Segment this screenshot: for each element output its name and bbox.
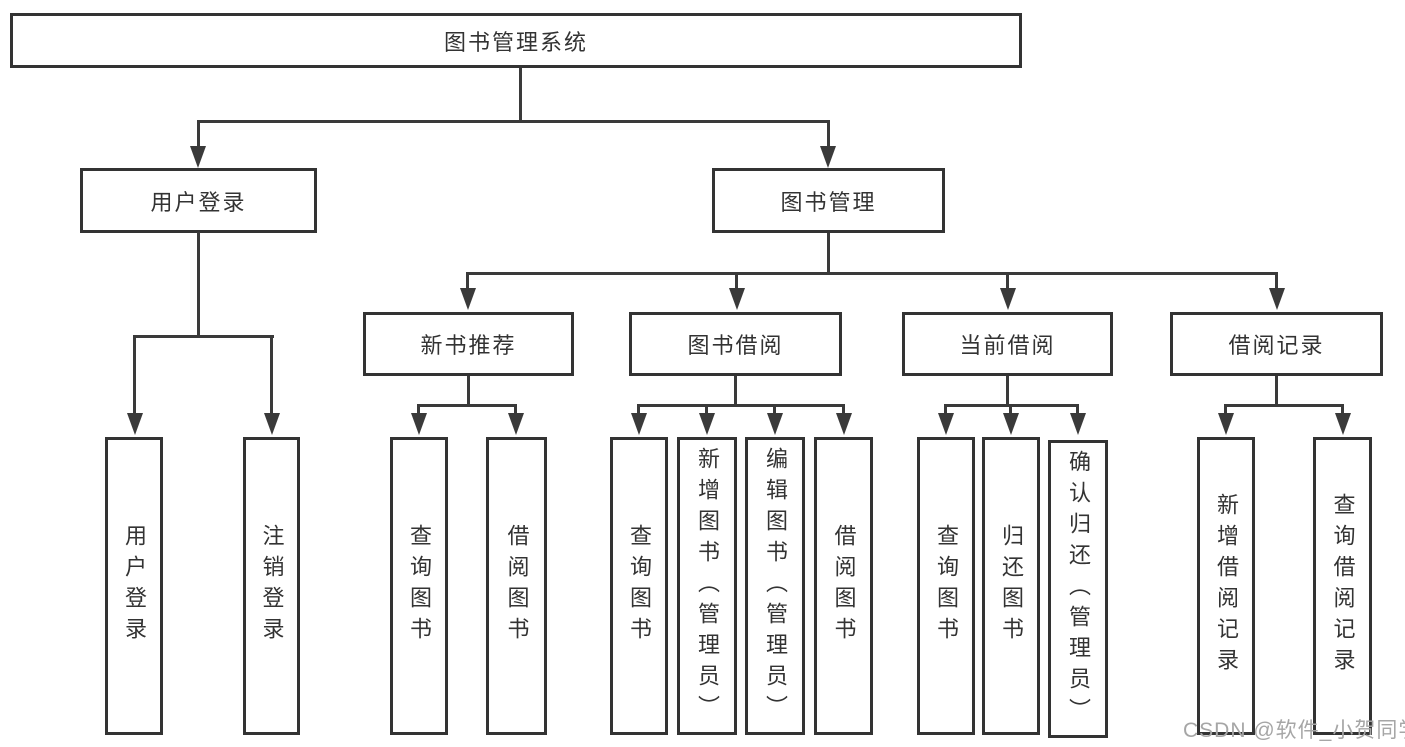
leaf-query-books-recommend-label: 查询图书 xyxy=(407,524,432,648)
leaf-add-borrow-record: 新增借阅记录 xyxy=(1197,437,1255,735)
edge-new-book-stem xyxy=(466,272,469,290)
node-new-book-recommend-label: 新书推荐 xyxy=(420,333,517,358)
edge-current-stem xyxy=(1006,272,1009,290)
leaf-return-books: 归还图书 xyxy=(982,437,1040,735)
edge-g2-trunk xyxy=(467,376,470,406)
leaf-confirm-return-admin-label: 确认归还（管理员） xyxy=(1066,449,1091,729)
node-borrowing-records: 借阅记录 xyxy=(1170,312,1383,376)
arrow-user-login xyxy=(190,146,206,168)
edge-borrowing-stem xyxy=(735,272,738,290)
arrow-g5-leaf-2 xyxy=(1335,413,1351,435)
edge-g2-stem-2 xyxy=(514,404,517,416)
edge-login-leaf-stem xyxy=(133,335,136,417)
leaf-query-books-current-label: 查询图书 xyxy=(934,524,959,648)
edge-g3-stem-1 xyxy=(637,404,640,416)
node-borrowing-records-label: 借阅记录 xyxy=(1228,333,1325,358)
edge-g5-stem-1 xyxy=(1224,404,1227,416)
node-book-borrowing-label: 图书借阅 xyxy=(687,333,784,358)
arrow-g3-leaf-2 xyxy=(699,413,715,435)
edge-g3-stem-4 xyxy=(842,404,845,416)
edge-g3-stem-2 xyxy=(705,404,708,416)
leaf-return-books-label: 归还图书 xyxy=(999,524,1024,648)
leaf-user-login: 用户登录 xyxy=(105,437,163,735)
edge-g5-rail xyxy=(1224,404,1343,407)
node-book-management: 图书管理 xyxy=(712,168,945,233)
leaf-query-books-current: 查询图书 xyxy=(917,437,975,735)
arrow-g3-leaf-3 xyxy=(767,413,783,435)
node-current-borrowing-label: 当前借阅 xyxy=(959,333,1056,358)
edge-g5-trunk xyxy=(1275,376,1278,406)
leaf-add-books-admin: 新增图书（管理员） xyxy=(677,437,737,735)
leaf-confirm-return-admin: 确认归还（管理员） xyxy=(1048,440,1108,738)
edge-g4-stem-1 xyxy=(944,404,947,416)
edge-g2-stem-1 xyxy=(417,404,420,416)
arrow-g4-leaf-2 xyxy=(1003,413,1019,435)
leaf-edit-books-admin: 编辑图书（管理员） xyxy=(745,437,805,735)
arrow-borrowing xyxy=(729,288,745,310)
edge-g3-rail xyxy=(637,404,845,407)
arrow-book-mgmt xyxy=(820,146,836,168)
leaf-query-books-borrowing-label: 查询图书 xyxy=(627,524,652,648)
edge-level2-rail xyxy=(197,120,830,123)
node-user-login: 用户登录 xyxy=(80,168,317,233)
leaf-borrow-books-recommend-label: 借阅图书 xyxy=(504,524,530,648)
node-new-book-recommend: 新书推荐 xyxy=(363,312,574,376)
arrow-g3-leaf-4 xyxy=(836,413,852,435)
edge-user-login-trunk xyxy=(197,232,200,337)
csdn-watermark: CSDN @软件_小贺同学 xyxy=(1183,719,1405,742)
arrow-g2-leaf-2 xyxy=(508,413,524,435)
leaf-query-borrow-record: 查询借阅记录 xyxy=(1313,437,1372,735)
arrow-g2-leaf-1 xyxy=(411,413,427,435)
leaf-borrow-books-recommend: 借阅图书 xyxy=(486,437,547,735)
node-root-label: 图书管理系统 xyxy=(443,29,588,55)
edge-g5-stem-2 xyxy=(1341,404,1344,416)
arrow-current xyxy=(1000,288,1016,310)
arrow-g5-leaf-1 xyxy=(1218,413,1234,435)
edge-book-mgmt-stem xyxy=(827,120,830,148)
leaf-borrow-books: 借阅图书 xyxy=(814,437,873,735)
leaf-logout: 注销登录 xyxy=(243,437,300,735)
arrow-logout-leaf xyxy=(264,413,280,435)
node-book-borrowing: 图书借阅 xyxy=(629,312,842,376)
arrow-g3-leaf-1 xyxy=(631,413,647,435)
edge-g2-rail xyxy=(417,404,517,407)
leaf-logout-label: 注销登录 xyxy=(259,524,285,648)
leaf-query-borrow-record-label: 查询借阅记录 xyxy=(1330,493,1356,679)
edge-book-mgmt-trunk xyxy=(827,233,830,274)
arrow-login-leaf xyxy=(127,413,143,435)
node-current-borrowing: 当前借阅 xyxy=(902,312,1113,376)
edge-g4-trunk xyxy=(1006,376,1009,406)
edge-records-stem xyxy=(1275,272,1278,290)
arrow-records xyxy=(1269,288,1285,310)
edge-g3-stem-3 xyxy=(773,404,776,416)
node-book-management-label: 图书管理 xyxy=(780,189,877,215)
arrow-new-book xyxy=(460,288,476,310)
leaf-add-borrow-record-label: 新增借阅记录 xyxy=(1214,493,1239,679)
leaf-edit-books-admin-label: 编辑图书（管理员） xyxy=(763,446,788,726)
leaf-user-login-label: 用户登录 xyxy=(122,524,147,648)
node-root-system: 图书管理系统 xyxy=(10,13,1022,68)
leaf-query-books-borrowing: 查询图书 xyxy=(610,437,668,735)
leaf-add-books-admin-label: 新增图书（管理员） xyxy=(695,446,720,726)
edge-root-trunk xyxy=(519,68,522,122)
edge-level3-rail xyxy=(466,272,1278,275)
edge-logout-leaf-stem xyxy=(270,335,273,417)
node-user-login-label: 用户登录 xyxy=(150,189,247,215)
edge-user-login-rail xyxy=(133,335,274,338)
edge-g3-trunk xyxy=(734,376,737,406)
leaf-query-books-recommend: 查询图书 xyxy=(390,437,448,735)
arrow-g4-leaf-3 xyxy=(1070,413,1086,435)
leaf-borrow-books-label: 借阅图书 xyxy=(831,524,857,648)
edge-g4-stem-2 xyxy=(1009,404,1012,416)
arrow-g4-leaf-1 xyxy=(938,413,954,435)
edge-g4-stem-3 xyxy=(1076,404,1079,416)
edge-user-login-stem xyxy=(197,120,200,148)
